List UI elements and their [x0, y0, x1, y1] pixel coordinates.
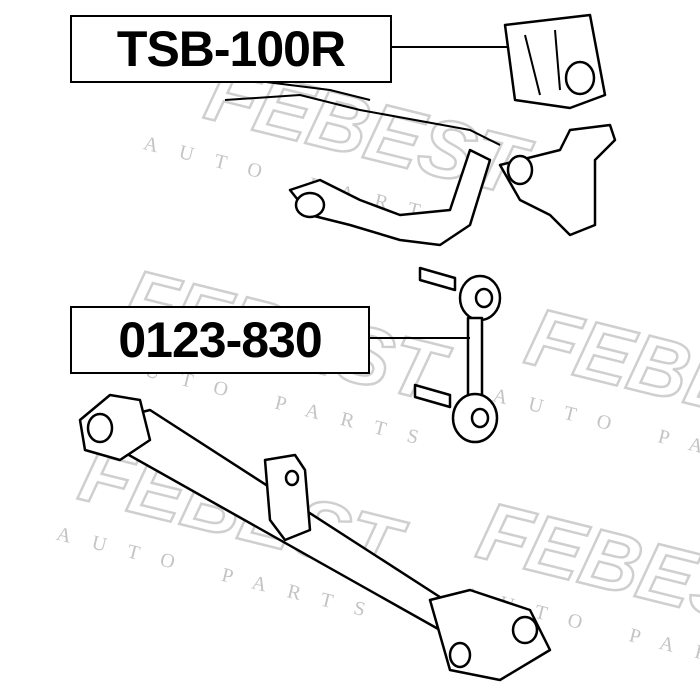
part-label-0123-830: 0123-830 — [70, 306, 370, 374]
part-label-tsb-100r: TSB-100R — [70, 15, 392, 83]
stabilizer-bushing — [498, 13, 617, 237]
part-number-text: TSB-100R — [116, 21, 346, 77]
lateral-arm — [78, 393, 552, 682]
part-number-text: 0123-830 — [118, 312, 322, 368]
stabilizer-link — [413, 266, 502, 444]
stabilizer-bar — [224, 79, 501, 247]
